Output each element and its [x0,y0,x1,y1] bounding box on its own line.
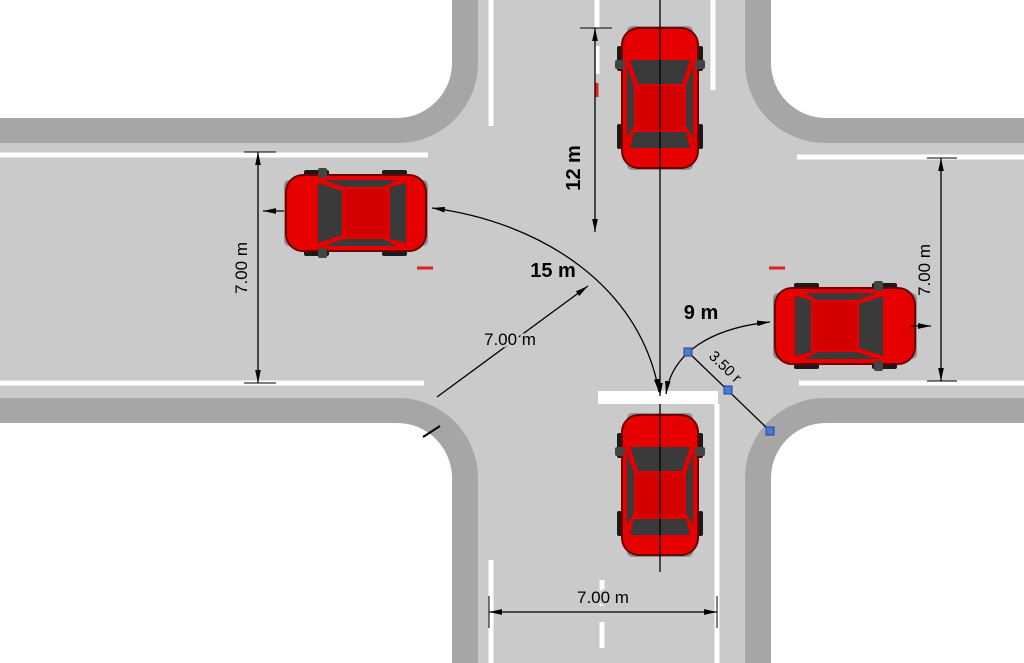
grip-fillet-start[interactable] [683,347,693,357]
stop-line [598,391,718,404]
corner-clearance-tick [422,425,441,438]
dimension-bottom-road-width: 7.00 m [488,586,718,628]
grip-fillet-mid[interactable] [723,385,733,395]
turn-arc-9m [665,320,771,395]
label-left-turn-radius: 15 m [530,260,576,282]
label-left-road-width: 7.00 m [232,242,251,294]
dimension-through-distance: 12 m [561,27,612,232]
corner-clearance-leader [436,285,589,398]
dimension-right-road-width: 7.00 m [913,157,957,382]
label-right-road-width: 7.00 m [915,244,934,296]
car-west [283,167,429,259]
label-corner-clearance: 7.00 m [484,330,536,349]
car-east [772,280,918,372]
dimension-left-road-width: 7.00 m [230,151,276,384]
label-bottom-road-width: 7.00 m [577,588,629,607]
grip-fillet-end[interactable] [765,426,775,436]
label-right-turn-radius: 9 m [684,302,718,324]
label-through-distance: 12 m [563,145,585,191]
turn-arc-15m [431,206,660,393]
